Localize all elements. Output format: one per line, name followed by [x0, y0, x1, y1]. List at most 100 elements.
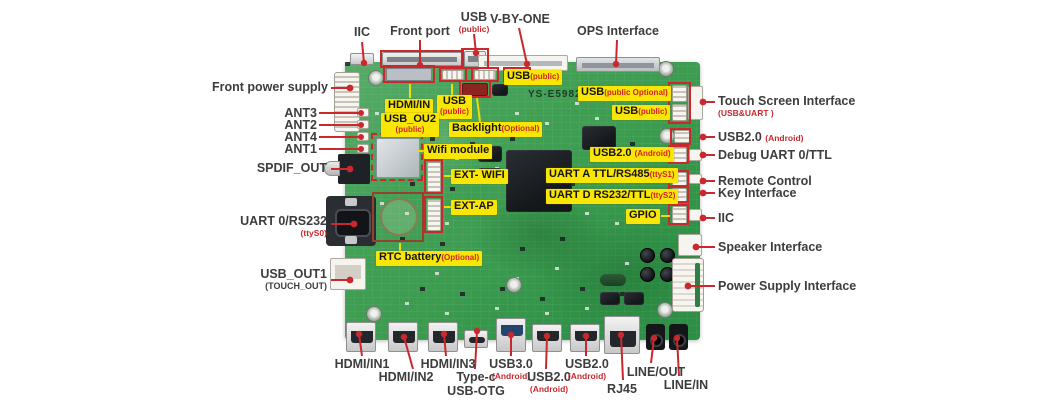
hdmi-in-board-connector — [386, 68, 432, 81]
label-iic-right: IIC — [718, 211, 734, 225]
screw-hole — [368, 70, 384, 86]
label-uart0-rs232: UART 0/RS232(ttyS0) — [240, 214, 327, 238]
db9-uart-connector — [326, 196, 376, 246]
board-label-ext-wifi: EXT- WIFI — [451, 169, 508, 184]
label-usb-top: USB(public) — [458, 10, 490, 34]
inductor — [624, 292, 644, 305]
screw-hole — [657, 302, 673, 318]
label-iic-top: IIC — [354, 25, 370, 39]
screw-hole — [658, 61, 674, 77]
debug-uart-stub — [689, 149, 702, 161]
backlight-connector — [462, 83, 488, 96]
line-in-jack — [669, 324, 688, 350]
label-remote-control: Remote Control — [718, 174, 812, 188]
board-label-usb-public-2: USB(public) — [612, 105, 671, 120]
hdmi-in3-port — [428, 322, 458, 352]
board-label-gpio: GPIO — [626, 209, 660, 224]
iic-right-stub — [689, 209, 702, 221]
highlight-hdmi-in — [383, 65, 435, 83]
touch-connector-a — [672, 85, 687, 102]
highlight-usb-top — [461, 48, 489, 69]
label-ant3: ANT3 — [284, 106, 317, 120]
board-label-rtc-battery: RTC battery(Optional) — [376, 251, 483, 266]
iic-top-connector — [350, 53, 374, 65]
label-usb-out1: USB_OUT1(TOUCH_OUT) — [260, 267, 327, 291]
screw-hole — [366, 306, 382, 322]
smd-components-dark — [345, 62, 350, 66]
remote-stub — [689, 174, 702, 184]
capacitor — [640, 267, 655, 282]
highlight-ext-ap — [424, 196, 443, 233]
label-line-out: LINE/OUT — [626, 365, 686, 379]
label-speaker-interface: Speaker Interface — [718, 240, 823, 254]
ant4-pad — [357, 132, 369, 141]
type-c-port — [464, 330, 488, 348]
highlight-ext-wifi — [424, 159, 443, 194]
label-ant4: ANT4 — [284, 130, 317, 144]
ant3-pad — [357, 108, 369, 117]
ant2-pad — [357, 120, 369, 129]
board-label-wifi-module: Wifi module — [424, 144, 493, 159]
highlight-touch — [668, 82, 691, 124]
label-line-in: LINE/IN — [663, 378, 709, 392]
line-out-jack — [646, 324, 665, 350]
board-model-silkscreen: YS-E5982 — [528, 89, 582, 100]
board-label-usb-public-optional: USB(public Optional) — [578, 86, 671, 101]
mini-usb-header — [474, 70, 496, 80]
touch-connector-b — [672, 104, 687, 121]
label-usb2-android-bottom-right: USB2.0(Android) — [565, 357, 609, 381]
usb3-port — [496, 318, 526, 352]
board-label-backlight: Backlight(Optional) — [449, 122, 543, 137]
label-touch-screen-interface: Touch Screen Interface(USB&UART ) — [718, 94, 856, 118]
highlight-backlight — [459, 80, 491, 98]
ext-ap-connector — [427, 199, 441, 231]
label-hdmi-in2: HDMI/IN2 — [378, 370, 434, 384]
usb2-port-right — [570, 324, 600, 352]
label-ops-interface: OPS Interface — [577, 24, 659, 38]
highlight-iic — [668, 204, 689, 225]
label-debug-uart: Debug UART 0/TTL — [718, 148, 832, 162]
ops-connector — [576, 57, 660, 72]
board-label-usb-ou2: USB_OU2(public) — [381, 113, 439, 137]
label-hdmi-in1: HDMI/IN1 — [334, 357, 390, 371]
emmc-chip — [582, 126, 616, 150]
board-label-usb2-android: USB2.0 (Android) — [590, 147, 674, 162]
wifi-module-outline — [371, 133, 423, 181]
label-usb3-android: USB3.0(Android) — [489, 357, 533, 381]
label-front-port: Front port — [390, 24, 450, 38]
label-hdmi-in3: HDMI/IN3 — [420, 357, 476, 371]
label-v-by-one: V-BY-ONE — [490, 12, 550, 26]
label-ant1: ANT1 — [284, 142, 317, 156]
label-power-supply-interface: Power Supply Interface — [718, 279, 857, 293]
rtc-battery-footprint — [380, 198, 418, 236]
capacitor — [640, 248, 655, 263]
label-usb2-android-bottom-center: USB2.0(Android) — [527, 370, 571, 394]
label-front-power-supply: Front power supply — [212, 80, 328, 94]
rtc-battery-outline — [372, 192, 424, 242]
board-label-ext-ap: EXT-AP — [451, 200, 497, 215]
board-label-uart-d: UART D RS232/TTL(ttyS2) — [546, 189, 679, 204]
inductor — [600, 292, 620, 305]
label-usb2-android-right: USB2.0 (Android) — [718, 130, 804, 144]
speaker-connector — [678, 234, 702, 256]
label-rj45: RJ45 — [607, 382, 637, 396]
hdmi-in2-port — [388, 322, 418, 352]
small-ic — [492, 84, 508, 96]
mini-usb-header — [442, 70, 464, 80]
rj45-port — [604, 316, 640, 354]
highlight-usb2-android — [670, 128, 691, 145]
wifi-module — [376, 138, 420, 178]
spdif-connector — [338, 154, 370, 184]
label-key-interface: Key Interface — [718, 186, 797, 200]
highlight-mini-usb — [439, 67, 467, 82]
ext-wifi-connector — [427, 162, 441, 192]
board-label-hdmi-in: HDMI/IN — [385, 99, 434, 114]
capacitor — [660, 248, 675, 263]
board-label-usb-public-3: USB(public) — [437, 95, 472, 119]
front-power-supply-connector — [334, 72, 360, 132]
ant1-pad — [357, 144, 369, 153]
board-label-uart-a: UART A TTL/RS485(ttyS1) — [546, 168, 678, 183]
screw-hole — [506, 277, 522, 293]
